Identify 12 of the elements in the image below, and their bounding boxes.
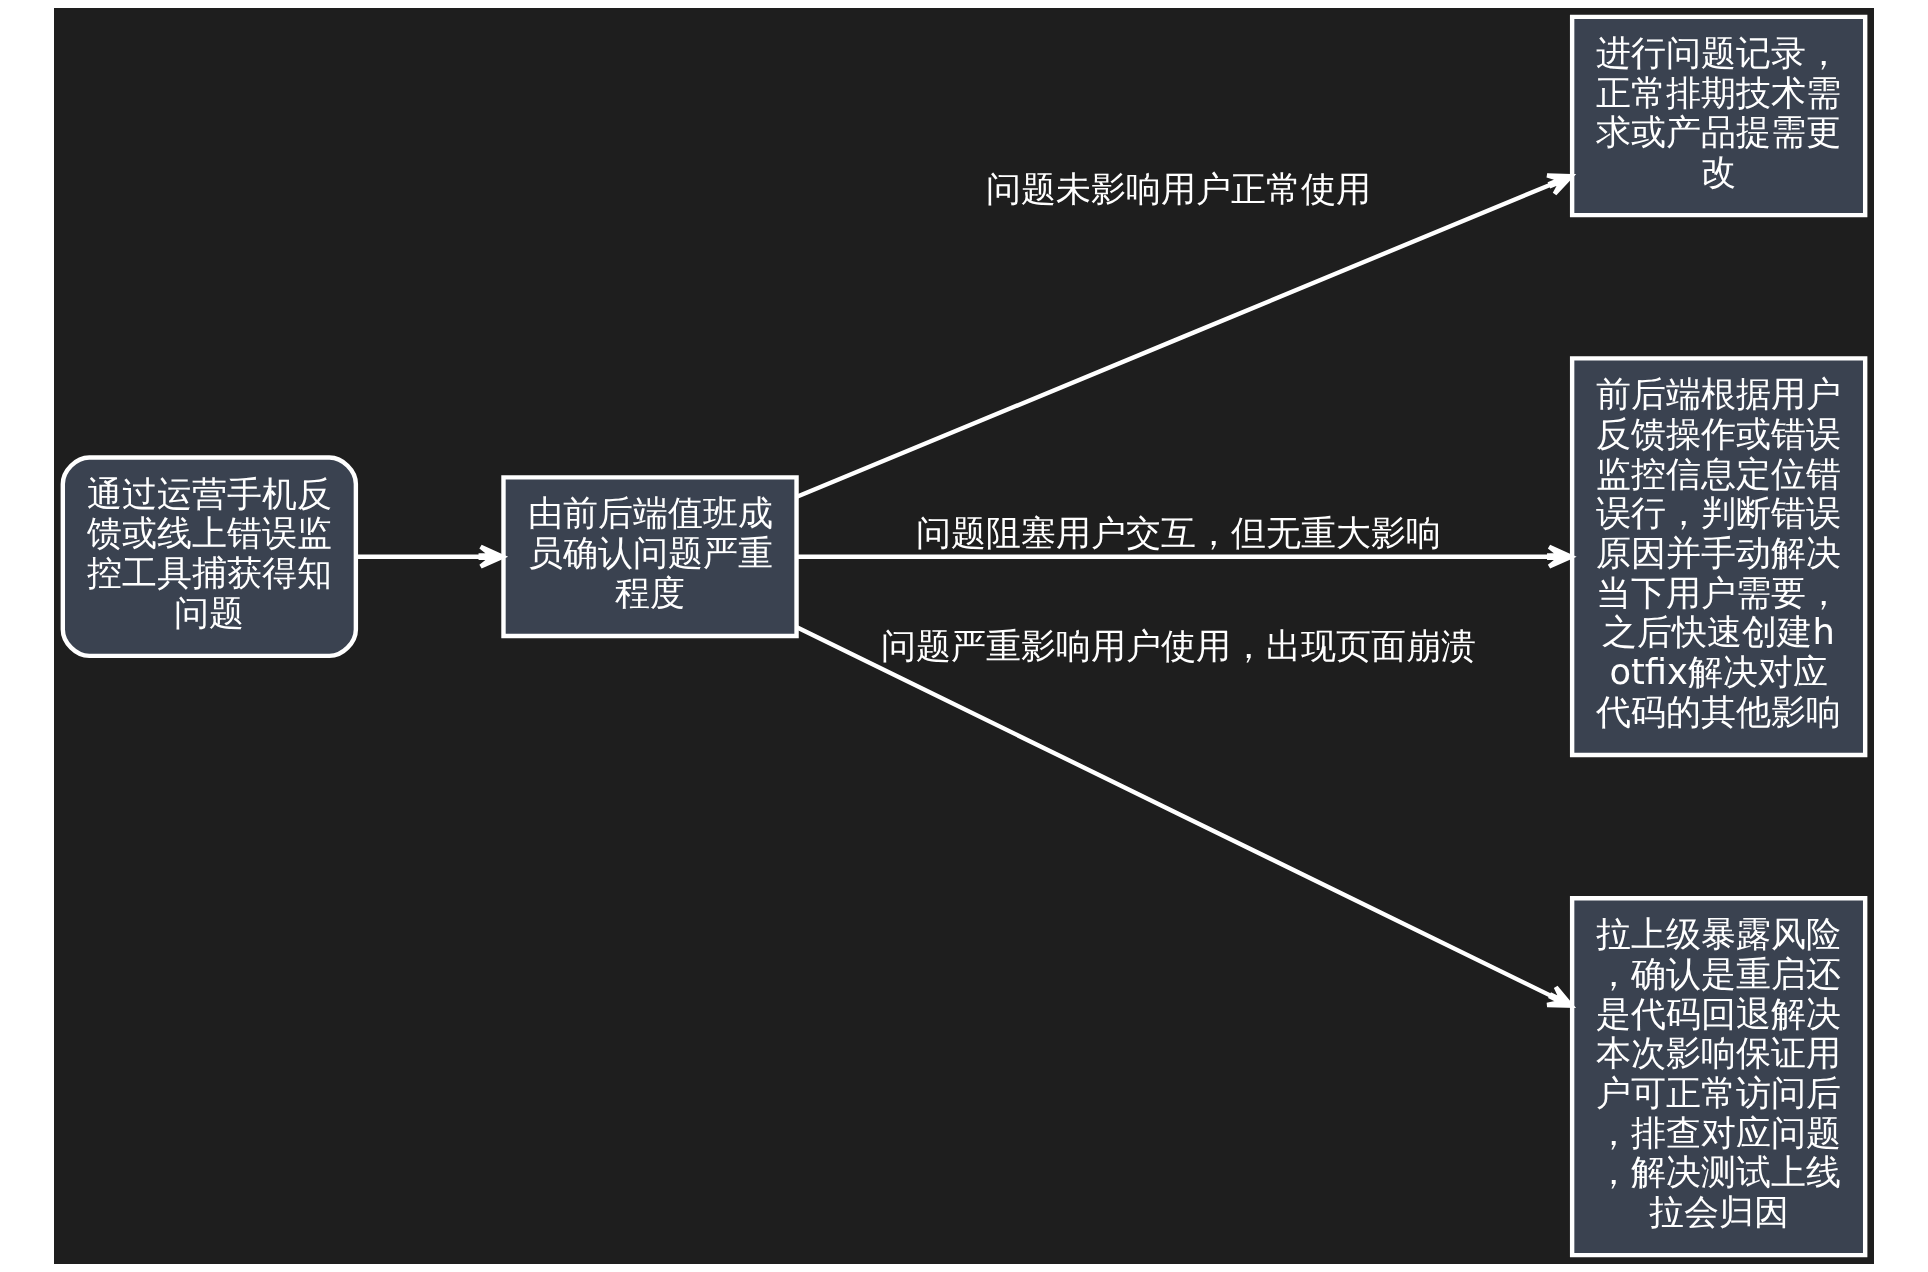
node-box: 进行问题记录，正常排期技术需求或产品提需更改: [1569, 14, 1868, 218]
arrow: [796, 173, 1574, 499]
node-box: 通过运营手机反馈或线上错误监控工具捕获得知问题: [60, 455, 359, 659]
edge-label: 问题严重影响用户使用，出现页面崩溃: [881, 624, 1477, 666]
node-box: 由前后端值班成员确认问题严重程度: [501, 475, 799, 639]
arrow: [356, 544, 505, 569]
edge-label: 问题未影响用户正常使用: [986, 168, 1372, 210]
node-box: 前后端根据用户反馈操作或错误监控信息定位错误行，判断错误原因并手动解决当下用户需要，之后快速创建hotfix解决对应代码的其他影响: [1569, 356, 1868, 758]
node-box: 拉上级暴露风险，确认是重启还是代码回退解决本次影响保证用户可正常访问后，排查对应问题，解决测试上线拉会归因: [1569, 896, 1868, 1258]
edge-label: 问题阻塞用户交互，但无重大影响: [916, 512, 1442, 554]
arrow: [795, 625, 1574, 1008]
arrow: [796, 544, 1574, 569]
